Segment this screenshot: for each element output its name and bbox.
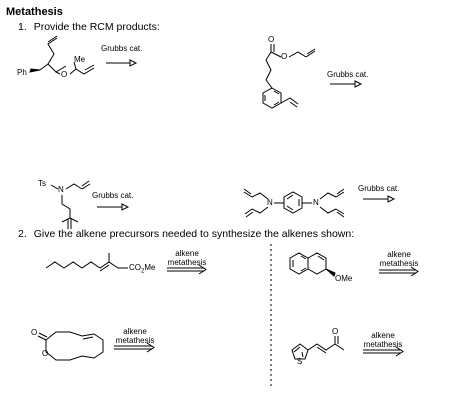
- sulfur-label: S: [297, 357, 303, 366]
- ketone-o: O: [332, 327, 339, 336]
- question-1-number: 1.: [18, 21, 27, 33]
- ester-carbonyl-o: O: [268, 35, 275, 44]
- co2me-label: CO2Me: [129, 263, 155, 275]
- ts-label: Ts: [38, 179, 46, 188]
- metathesis-3-line1: alkene: [123, 327, 147, 336]
- nitrogen-left-label: N: [267, 198, 273, 207]
- metathesis-4-line2: metathesis: [363, 340, 403, 349]
- lactone-o: O: [42, 349, 49, 358]
- co2me-me: Me: [144, 263, 156, 272]
- metathesis-4-line1: alkene: [371, 331, 395, 340]
- question-2-text: Give the alkene precursors needed to syn…: [33, 228, 355, 240]
- nitrogen-ts-label: N: [58, 185, 64, 194]
- reagent-grubbs-4: Grubbs cat.: [358, 184, 400, 193]
- ester-o: O: [281, 52, 288, 61]
- metathesis-label-2: alkene metathesis: [374, 250, 424, 268]
- metathesis-1-line1: alkene: [175, 249, 199, 258]
- metathesis-2-line2: metathesis: [379, 259, 419, 268]
- question-2: 2. Give the alkene precursors needed to …: [18, 228, 354, 240]
- reagent-grubbs-2: Grubbs cat.: [327, 70, 369, 79]
- oxygen-label: O: [61, 70, 68, 79]
- reagent-grubbs-1: Grubbs cat.: [101, 44, 143, 53]
- page-title: Metathesis: [6, 6, 63, 18]
- nitrogen-right-label: N: [313, 198, 319, 207]
- metathesis-label-1: alkene metathesis: [162, 249, 212, 267]
- question-1-text: Provide the RCM products:: [33, 21, 160, 33]
- ph-label: Ph: [17, 68, 27, 77]
- me-label: Me: [74, 55, 86, 64]
- co2me-co: CO: [129, 263, 141, 272]
- metathesis-1-line2: metathesis: [167, 258, 207, 267]
- reagent-grubbs-3: Grubbs cat.: [92, 191, 134, 200]
- question-2-number: 2.: [18, 228, 27, 240]
- metathesis-2-line1: alkene: [387, 250, 411, 259]
- ome-label: OMe: [335, 274, 353, 283]
- lactone-carbonyl-o: O: [31, 328, 38, 337]
- co2me-sub: 2: [141, 268, 145, 275]
- metathesis-label-4: alkene metathesis: [358, 331, 408, 349]
- metathesis-3-line2: metathesis: [115, 336, 155, 345]
- metathesis-label-3: alkene metathesis: [110, 327, 160, 345]
- question-1: 1. Provide the RCM products:: [18, 21, 160, 33]
